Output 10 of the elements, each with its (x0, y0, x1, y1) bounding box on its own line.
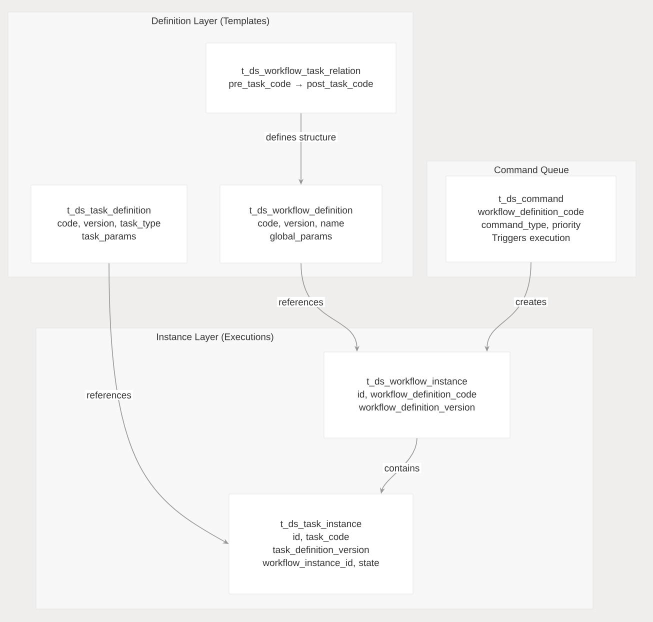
table-box: t_ds_workflow_instance id, workflow_definition_code workflow_definition_version (324, 352, 510, 438)
table-box: t_ds_workflow_task_relation pre_task_code → post_task_code (206, 42, 396, 114)
table-box: t_ds_task_definition code, version, task_type task_params (30, 184, 188, 264)
edge-label: references (277, 297, 325, 307)
edge-label: contains (382, 463, 422, 473)
table-box: t_ds_task_instance id, task_code task_definition_version workflow_instance_id, state (228, 494, 414, 594)
edge-label: references (85, 390, 133, 400)
table-box: t_ds_command workflow_definition_code command_type, priority Triggers execution (446, 176, 616, 262)
edge-label: defines structure (264, 132, 338, 142)
table-box: t_ds_workflow_definition code, version, name global_params (220, 184, 382, 264)
